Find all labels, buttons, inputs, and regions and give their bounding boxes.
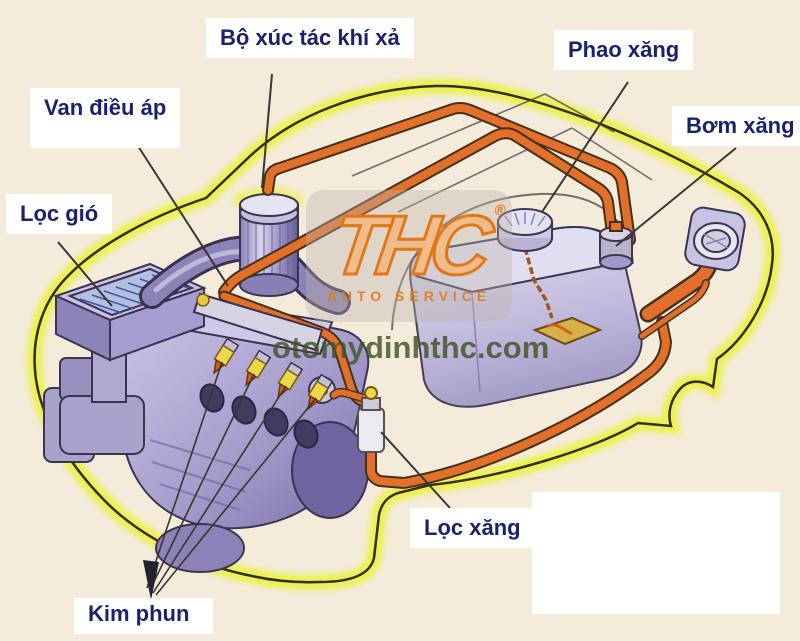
- purge-line: [264, 104, 634, 244]
- air-filter-base: [59, 395, 145, 455]
- vent-line: [639, 280, 709, 339]
- label-fuel-float: Phao xăng: [554, 30, 694, 71]
- air-filter-pedestal: [91, 349, 127, 403]
- canister-top: [239, 193, 299, 217]
- fuel-sender-unit: [497, 208, 553, 252]
- injector: [245, 349, 272, 387]
- pointer-regulator: [137, 145, 229, 287]
- fuel-pump-unit: [599, 221, 633, 270]
- air-filter-side: [109, 286, 205, 362]
- supply-line: [367, 318, 670, 487]
- air-filter: [53, 262, 207, 455]
- label-air-filter: Lọc gió: [6, 194, 113, 235]
- filter-body: [357, 407, 385, 453]
- pressure-regulator: [196, 293, 210, 307]
- pointer-float: [541, 81, 629, 213]
- pointer-lines: [57, 73, 737, 600]
- pointer-pump: [615, 147, 737, 247]
- label-fuel-filter: Lọc xăng: [410, 508, 535, 549]
- pointer-injectors-arrowhead: [143, 560, 159, 600]
- fuel-filter-unit: [357, 386, 385, 453]
- return-line: [220, 129, 618, 296]
- fuel-filler: [684, 206, 746, 272]
- tank-edge-line: [471, 291, 481, 393]
- engine-bottom: [155, 523, 245, 573]
- fuel-rail: [192, 292, 324, 352]
- label-pressure-regulator: Van điều áp: [30, 88, 181, 149]
- pump-bottom: [599, 254, 633, 270]
- fuel-lines: [218, 102, 722, 489]
- pointer-catalytic: [261, 73, 273, 189]
- label-injectors: Kim phun: [74, 598, 214, 635]
- label-fuel-pump: Bơm xăng: [672, 106, 800, 147]
- injectors: [213, 337, 334, 411]
- pointer-injectors: [146, 361, 317, 596]
- car-outline-stroke: [33, 84, 774, 584]
- sender-cap-ribs: [504, 212, 546, 227]
- filter-nipple: [364, 386, 378, 400]
- pump-fitting: [609, 221, 623, 232]
- pointer-fuel-filter: [380, 431, 451, 509]
- filler-cap-ridges: [703, 233, 729, 249]
- label-catalytic-converter: Bộ xúc tác khí xả: [206, 18, 414, 59]
- exhaust-ports: [199, 383, 319, 449]
- filter-elbow: [331, 389, 369, 402]
- sender-element: [547, 323, 573, 336]
- engine-ribs: [149, 439, 251, 511]
- white-patch: [532, 492, 780, 614]
- fuel-rail-and-injectors: [192, 292, 334, 411]
- pointer-air-filter: [57, 241, 113, 307]
- float-rod: [523, 247, 554, 319]
- injector: [213, 337, 240, 375]
- car-body-outline: [27, 78, 781, 590]
- canister-bottom: [239, 273, 299, 297]
